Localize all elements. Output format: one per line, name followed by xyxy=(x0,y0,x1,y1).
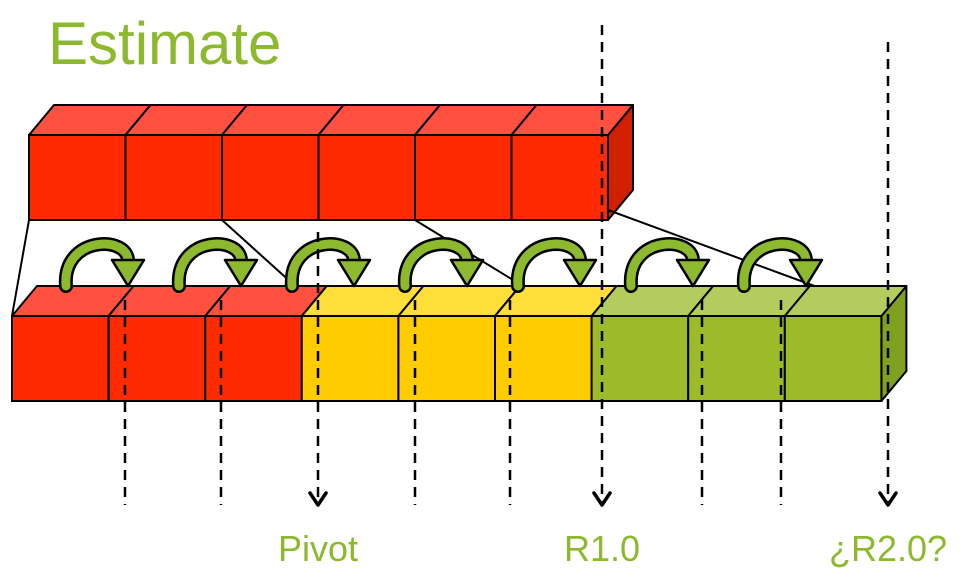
marker-label-r1: R1.0 xyxy=(564,528,640,569)
top-row-block xyxy=(124,134,223,221)
transition-arrow xyxy=(513,239,585,291)
transition-arrows xyxy=(58,237,824,293)
transition-arrow xyxy=(400,239,472,291)
connector-line xyxy=(607,209,821,289)
transition-arrow-head xyxy=(675,258,711,288)
transition-arrow xyxy=(287,239,359,291)
marker-arrowhead-r1 xyxy=(592,491,612,507)
marker-arrowhead-pivot xyxy=(308,491,328,507)
bottom-block-row xyxy=(11,285,908,402)
dashed-guide-lines xyxy=(123,25,898,507)
diagram-title: Estimate xyxy=(48,10,281,77)
top-row-block xyxy=(317,134,416,221)
bottom-row-block xyxy=(300,315,400,402)
top-block-row xyxy=(28,104,634,221)
marker-label-r2: ¿R2.0? xyxy=(829,528,947,569)
transition-arrow-head xyxy=(449,258,485,288)
bottom-row-block xyxy=(783,315,883,402)
marker-arrowhead-r2 xyxy=(878,491,898,507)
connector-line xyxy=(11,219,30,317)
transition-arrow xyxy=(61,239,133,291)
transition-arrow xyxy=(174,239,246,291)
transition-arrow xyxy=(739,239,811,291)
top-row-block xyxy=(221,134,320,221)
transition-arrow xyxy=(626,239,698,291)
bottom-row-block xyxy=(687,315,786,402)
top-row-block xyxy=(28,134,127,221)
transition-arrow-head xyxy=(788,258,824,288)
bottom-row-block xyxy=(11,315,110,402)
bottom-row-block xyxy=(204,315,303,402)
marker-label-pivot: Pivot xyxy=(278,528,358,569)
transition-arrow-head xyxy=(562,258,598,288)
transition-arrow-head xyxy=(223,258,259,288)
top-row-block xyxy=(510,134,609,221)
transition-arrow-head xyxy=(110,258,146,288)
transition-arrow-head xyxy=(336,258,372,288)
bottom-row-block xyxy=(397,315,496,402)
bottom-row-block xyxy=(107,315,207,402)
bottom-row-block xyxy=(590,315,690,402)
top-row-block xyxy=(414,134,513,221)
